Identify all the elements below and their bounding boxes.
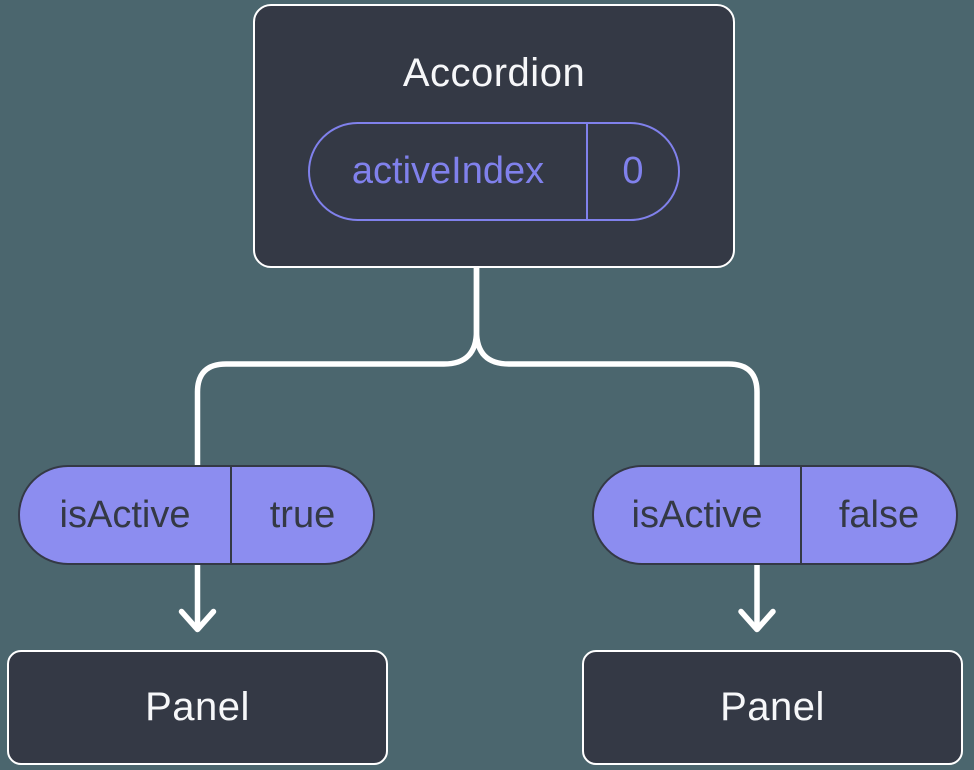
prop-pill-value: false xyxy=(800,467,956,563)
prop-pill-value: true xyxy=(230,467,373,563)
panel-node-right: Panel xyxy=(582,650,963,765)
prop-pill-label: isActive xyxy=(59,493,191,536)
prop-pill-is-active-true: isActive true xyxy=(18,465,375,565)
panel-node-title: Panel xyxy=(720,685,825,729)
prop-pill-is-active-false: isActive false xyxy=(592,465,958,565)
state-pill-value: 0 xyxy=(586,124,678,219)
panel-node-title: Panel xyxy=(145,685,250,729)
arrow-head-left-icon xyxy=(178,608,217,633)
panel-node-left: Panel xyxy=(7,650,388,765)
connector-branch-left xyxy=(194,265,480,628)
connector-branch-right xyxy=(473,265,760,628)
accordion-node: Accordion activeIndex 0 xyxy=(253,4,735,268)
arrow-head-right-icon xyxy=(738,608,776,633)
state-pill-label: activeIndex xyxy=(351,150,545,192)
accordion-node-title: Accordion xyxy=(402,51,586,95)
prop-pill-label: isActive xyxy=(631,493,763,536)
state-pill-active-index: activeIndex 0 xyxy=(308,122,680,221)
